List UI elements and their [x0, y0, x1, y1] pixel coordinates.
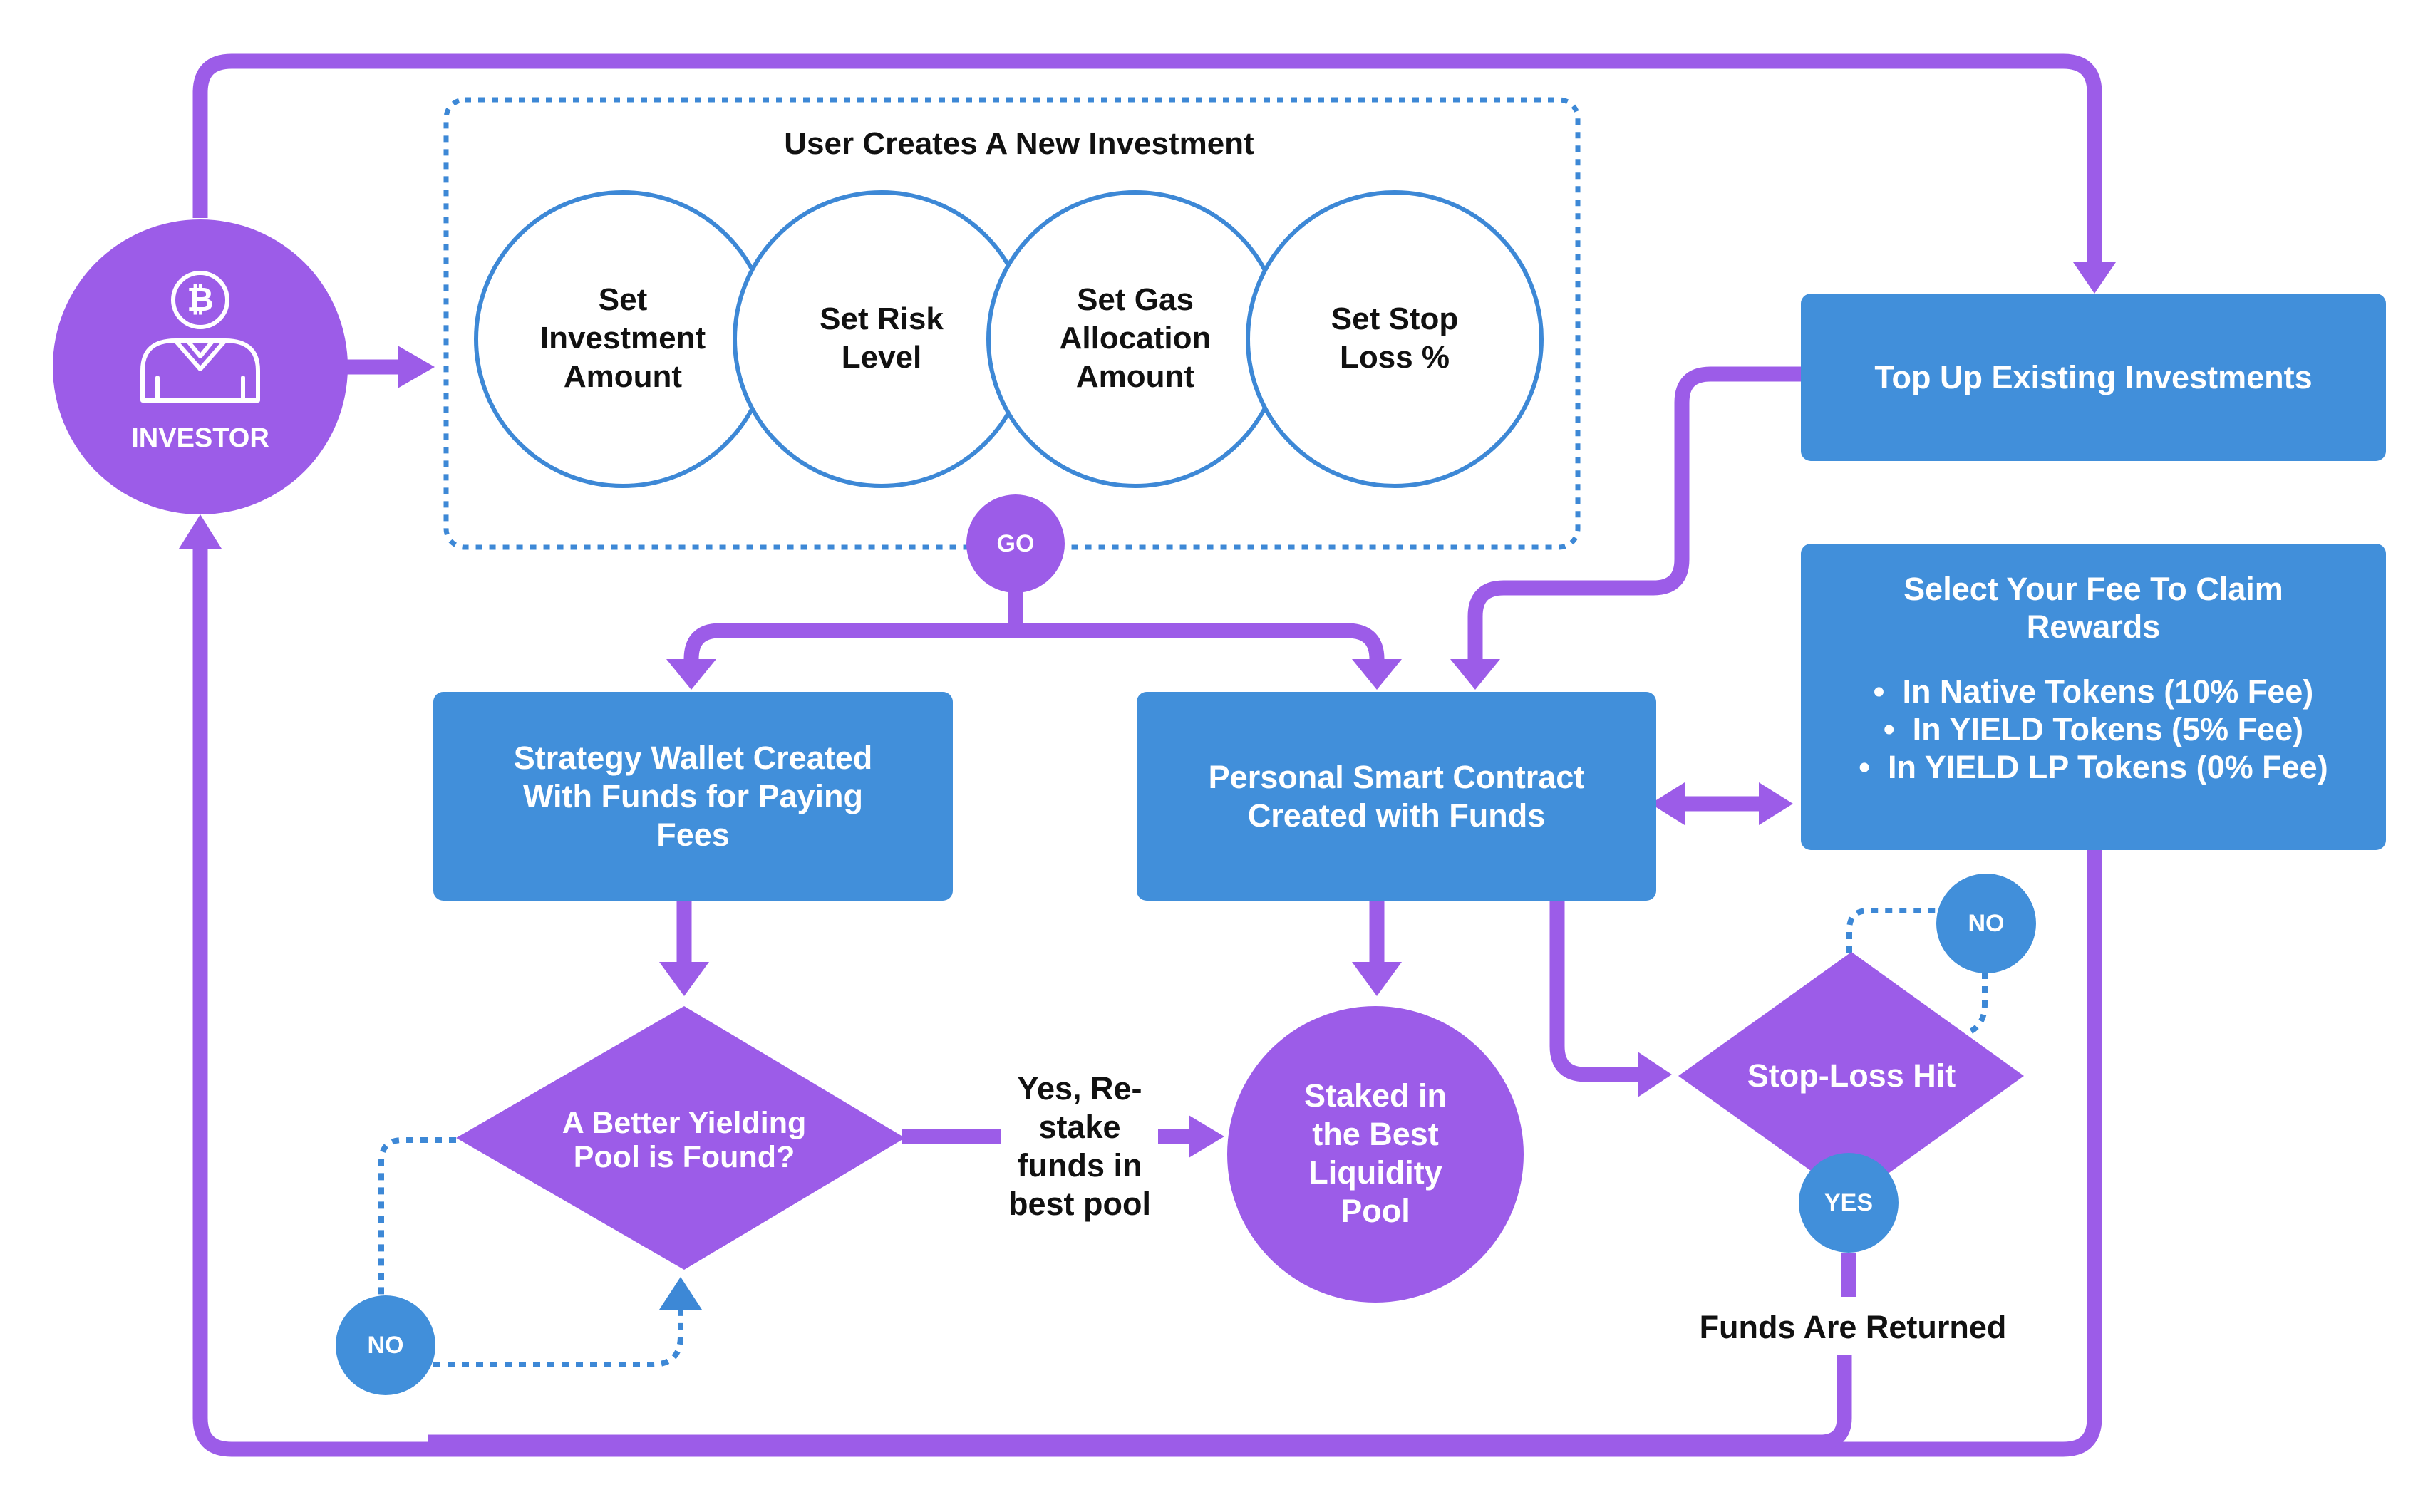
fee-option[interactable]: • In YIELD LP Tokens (0% Fee)	[1859, 749, 2328, 785]
step-circle-stop-loss[interactable]	[1246, 190, 1544, 488]
no-node-left[interactable]	[336, 1295, 435, 1395]
no-label-left: NO	[367, 1331, 404, 1359]
arrow-to-stoploss	[1638, 1052, 1672, 1097]
fee-box[interactable]	[1801, 544, 2386, 850]
restake-label: Yes, Re- stake funds in best pool	[1008, 1070, 1151, 1222]
yes-label: YES	[1824, 1189, 1874, 1216]
arrow-to-contract-right	[1450, 659, 1500, 690]
go-node[interactable]	[966, 494, 1065, 593]
arrow-no-to-decision	[659, 1277, 702, 1310]
svg-text:₿: ₿	[187, 280, 214, 319]
go-label: GO	[996, 529, 1035, 557]
fee-box-title-line: Rewards	[2026, 609, 2161, 645]
no-label-right: NO	[1968, 909, 2005, 937]
step-circles	[474, 190, 1544, 488]
no-to-decision-loop	[433, 1310, 683, 1367]
go-split-line	[683, 623, 1385, 667]
dotted-loops	[378, 908, 1988, 1367]
arrow-to-staked-pool	[1189, 1115, 1224, 1158]
arrow-to-staked	[1352, 962, 1402, 996]
arrow-to-contract-left	[1352, 659, 1402, 690]
fee-box-content: Select Your Fee To Claim Rewards • In Na…	[1801, 570, 2386, 812]
better-pool-label: A Better Yielding Pool is Found?	[562, 1106, 807, 1174]
purple-arrowheads	[179, 262, 2116, 1158]
loop-top-line	[192, 53, 2102, 264]
arrow-to-group	[398, 346, 435, 388]
step-risk-level-label: Set Risk Level	[820, 301, 944, 375]
step-stop-loss-label: Set Stop Loss %	[1331, 301, 1459, 375]
new-investment-title: User Creates A New Investment	[784, 126, 1254, 161]
stop-loss-decision[interactable]	[1678, 952, 2024, 1200]
step-gas-allocation-label: Set Gas Allocation Amount	[1059, 282, 1212, 394]
topup-to-contract-line	[1467, 366, 1801, 661]
stoploss-no-loop-right	[1965, 972, 1988, 1036]
new-investment-group-outline	[443, 97, 1581, 550]
arrow-to-investor	[179, 514, 222, 549]
strategy-wallet-box[interactable]	[433, 692, 953, 901]
top-up-box[interactable]	[1801, 294, 2386, 461]
investor-bitcoin-icon: ₿	[140, 271, 260, 403]
step-investment-amount-label: Set Investment Amount	[539, 282, 706, 394]
fee-option[interactable]: • In Native Tokens (10% Fee)	[1873, 673, 2314, 710]
smart-contract-box[interactable]	[1137, 692, 1656, 901]
strategy-wallet-label: Strategy Wallet Created With Funds for P…	[513, 740, 873, 853]
arrow-to-contract-from-fee	[1651, 782, 1685, 825]
no-node-right[interactable]	[1936, 874, 2036, 973]
top-up-label: Top Up Existing Investments	[1874, 359, 2313, 395]
stoploss-no-loop-left	[1846, 908, 1936, 953]
arrow-to-wallet	[666, 659, 716, 690]
arrow-to-topup	[2073, 262, 2116, 294]
arrow-to-fee-box	[1759, 782, 1793, 825]
funds-returned-label: Funds Are Returned	[1660, 1304, 2045, 1351]
stop-loss-label: Stop-Loss Hit	[1747, 1057, 1956, 1094]
smart-contract-label: Personal Smart Contract Created with Fun…	[1208, 759, 1585, 834]
better-pool-decision[interactable]	[456, 1006, 905, 1270]
staked-pool-label: Staked in the Best Liquidity Pool	[1303, 1077, 1447, 1229]
arrow-to-decision	[659, 962, 709, 996]
decision-no-loop	[378, 1137, 456, 1297]
fee-box-title-line: Select Your Fee To Claim	[1903, 571, 2283, 607]
fee-option-list: • In Native Tokens (10% Fee) • In YIELD …	[1859, 673, 2328, 786]
yes-node[interactable]	[1799, 1153, 1899, 1253]
staked-pool-node[interactable]	[1227, 1006, 1524, 1303]
fee-option[interactable]: • In YIELD Tokens (5% Fee)	[1883, 711, 2304, 747]
purple-connectors	[192, 53, 2102, 1457]
funds-returned-line	[428, 1355, 1852, 1450]
contract-to-stoploss-line	[1549, 899, 1639, 1082]
investor-label: INVESTOR	[131, 423, 269, 453]
